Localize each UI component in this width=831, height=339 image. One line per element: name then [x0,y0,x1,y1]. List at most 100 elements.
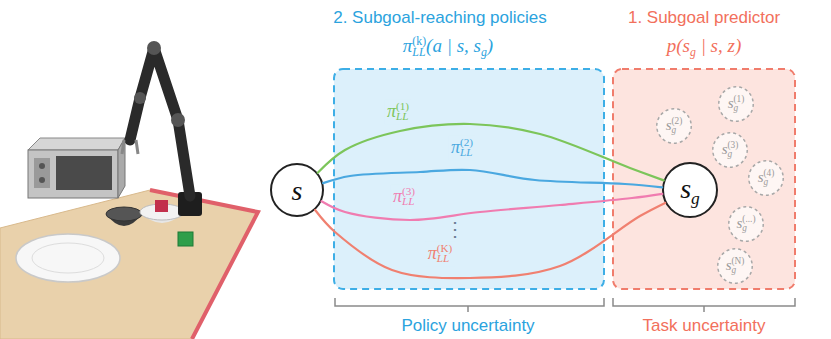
oven-body [28,150,118,198]
robot-joint [171,113,185,127]
policy-region: 2. Subgoal-reaching policiesπLL(k)(a | s… [333,68,605,290]
circle-shape [718,249,753,284]
dashed-region [334,69,604,289]
subgoal-circle: sg [662,162,718,218]
candidate-subgoal: sg(...) [728,206,764,242]
uncertainty-label: Policy uncertainty [401,315,534,336]
policy-label: πLL(3) [391,185,417,210]
math-subscript: g [481,46,487,59]
math-superscript: (1) [734,94,745,106]
math-subscript: LL [396,110,408,122]
math-superscript: (N) [731,256,744,268]
oven-dial [39,163,45,169]
math-text: π [393,186,402,206]
dark-bowl-rim [106,207,142,221]
task-bracket [613,298,795,312]
circle-shape [657,109,692,144]
table-top [0,190,258,339]
math-text: s [758,169,764,185]
math-subscript: g [742,223,747,233]
candidate-subgoal: sg(2) [656,108,692,144]
oven-top [28,138,125,150]
math-text: ) [487,35,493,56]
plate [16,234,120,282]
task-region: 1. Subgoal predictorp(sg | s, z)sgsg(1)s… [612,68,796,290]
robot-joint [147,41,161,55]
circle-shape [719,87,754,122]
robot-gripper [122,140,138,154]
math-subscript: g [731,265,736,275]
circle-shape [663,163,717,217]
state-symbol: sg(2) [666,116,683,137]
ellipsis-mark: ⋮ [445,217,465,242]
math-text: π [451,137,460,157]
candidate-subgoal: sg(4) [748,160,784,196]
math-text: π [387,101,396,121]
math-text: (a | s, s [426,35,481,56]
math-superscript: (1) [396,100,409,114]
math-superscript: (2) [460,136,473,150]
math-superscript: (k) [412,35,426,50]
state-symbol: sg(3) [722,140,739,161]
math-text: π [403,35,413,56]
state-symbol: sg(...) [736,214,755,235]
dashed-region [613,69,795,289]
candidate-subgoal: sg(N) [717,248,753,284]
policy-bracket [335,298,604,312]
state-symbol: s [292,173,303,208]
state-symbol: sg(N) [726,256,745,277]
robot-joint [134,92,146,104]
region-formula: πLL(k)(a | s, sg) [403,34,493,61]
circle-shape [749,161,784,196]
math-subscript: LL [437,252,449,264]
region-heading: 1. Subgoal predictor [628,7,780,28]
math-subscript: LL [402,195,414,207]
policy-trajectory [323,170,662,188]
math-text: s [726,257,732,273]
policy-label: πLL(1) [385,100,411,125]
math-text: s [680,173,691,204]
math-subscript: LL [412,46,425,59]
math-text: s [666,117,672,133]
math-superscript: (2) [672,116,683,128]
red-cube [155,200,168,212]
math-subscript: LL [460,146,472,158]
circle-shape [713,133,748,168]
region-formula: p(sg | s, z) [667,34,741,61]
policy-label: πLL(2) [449,136,475,161]
math-text: | s, z) [696,35,741,56]
oven-dial [39,177,45,183]
math-text: s [728,95,734,111]
oven-dial-panel [34,158,50,188]
toaster-oven [28,138,125,198]
math-subscript: g [672,125,677,135]
state-symbol: sg(4) [758,168,775,189]
math-subscript: g [734,103,739,113]
state-symbol: sg [680,171,700,210]
math-superscript: (3) [728,140,739,152]
oven-window [56,156,112,190]
green-cube [178,232,193,246]
region-heading: 2. Subgoal-reaching policies [333,7,547,28]
math-subscript: g [764,177,769,187]
plate-rim [32,243,104,273]
circle-shape [729,207,764,242]
robot-arm [122,41,202,216]
region-outline [333,68,605,290]
state-circle: s [270,163,324,217]
policy-label: πLL(K) [426,242,455,267]
math-superscript: (4) [764,168,775,180]
math-text: p(s [667,35,690,56]
math-superscript: (K) [437,242,453,256]
math-text: s [736,215,742,231]
math-subscript: g [691,189,700,208]
state-symbol: sg(1) [728,94,745,115]
math-text: π [428,243,437,263]
math-subscript: g [728,149,733,159]
candidate-subgoal: sg(3) [712,132,748,168]
policy-trajectory [322,194,663,220]
math-superscript: (...) [742,214,755,226]
math-subscript: g [690,46,696,59]
